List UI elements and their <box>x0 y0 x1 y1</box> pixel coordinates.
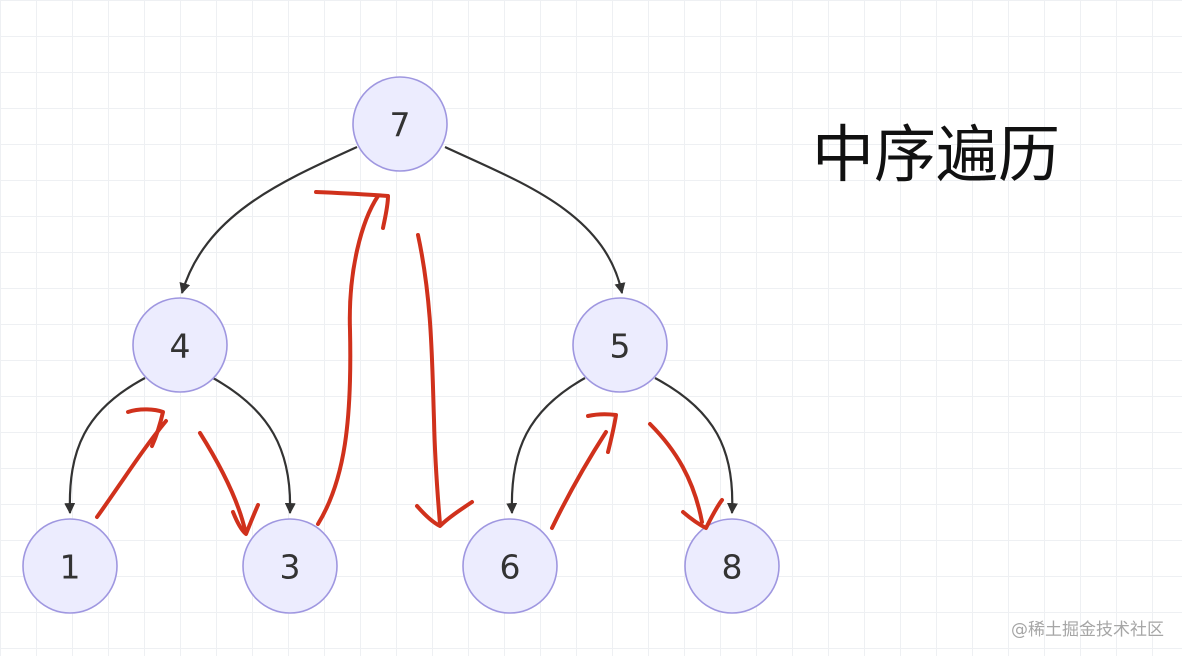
node-label: 4 <box>170 327 191 366</box>
edge-5-to-6 <box>506 377 586 515</box>
tree-node-5: 5 <box>572 297 668 393</box>
trace-7-to-6-arrow <box>415 233 474 528</box>
node-label: 1 <box>60 548 81 587</box>
node-label: 6 <box>500 548 521 587</box>
node-label: 3 <box>280 548 301 587</box>
edge-4-to-1 <box>64 377 146 515</box>
edge-5-to-8 <box>654 377 738 515</box>
edge-4-to-3 <box>212 377 296 515</box>
tree-node-3: 3 <box>242 518 338 614</box>
tree-node-6: 6 <box>462 518 558 614</box>
tree-node-8: 8 <box>684 518 780 614</box>
tree-node-7: 7 <box>352 76 448 172</box>
watermark: @稀土掘金技术社区 <box>1011 620 1164 640</box>
tree-node-1: 1 <box>22 518 118 614</box>
node-label: 7 <box>390 106 411 145</box>
tree-node-4: 4 <box>132 297 228 393</box>
edge-7-to-5 <box>444 146 626 295</box>
diagram-title: 中序遍历 <box>812 118 1061 191</box>
node-label: 8 <box>722 548 743 587</box>
trace-5-to-8-arrow <box>648 422 724 530</box>
node-label: 5 <box>610 327 631 366</box>
trace-6-to-5-arrow <box>550 412 618 530</box>
tree-nodes: 7 4 5 1 3 6 8 <box>22 76 780 614</box>
trace-1-to-4-arrow <box>95 407 168 519</box>
trace-3-to-7-arrow <box>314 190 390 526</box>
tree-edges <box>64 145 738 515</box>
trace-4-to-3-arrow <box>198 431 260 536</box>
edge-7-to-4 <box>179 145 358 295</box>
traversal-annotations <box>95 190 724 536</box>
